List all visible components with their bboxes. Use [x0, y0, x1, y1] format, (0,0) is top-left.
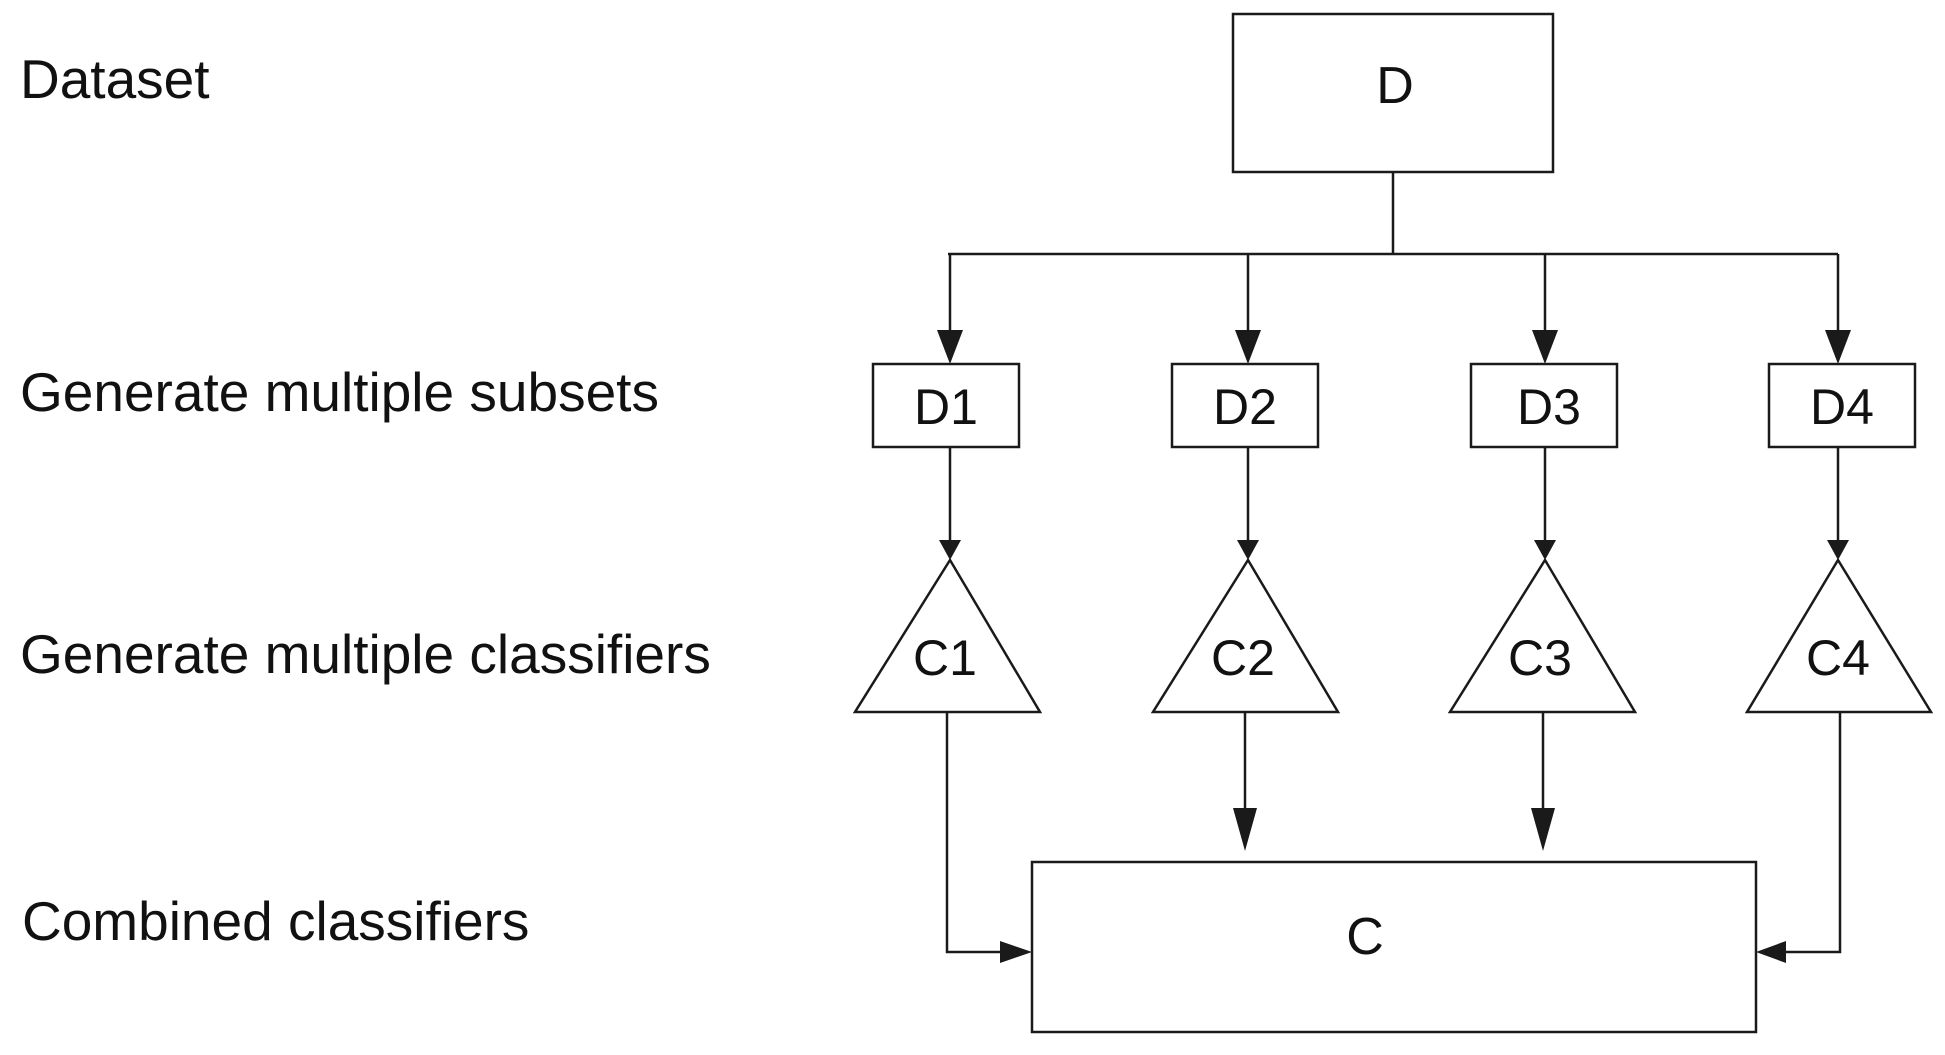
subset-box-4 [1767, 362, 1917, 449]
combine-arrow-line-1 [945, 712, 1006, 954]
combined-classifier-label: C [1346, 908, 1384, 966]
subset-box-2 [1170, 362, 1320, 449]
classifier-label-4: C4 [1806, 630, 1870, 686]
classifier-arrowhead-3 [1534, 540, 1556, 560]
subset-box-label-1: D1 [914, 379, 978, 435]
stage-label-dataset: Dataset [20, 48, 210, 110]
subset-arrowhead-1 [937, 330, 963, 364]
subset-box-label-4: D4 [1810, 379, 1874, 435]
subset-box-3 [1469, 362, 1619, 449]
classifier-arrowhead-1 [939, 540, 961, 560]
classifier-label-2: C2 [1211, 630, 1275, 686]
classifier-arrowhead-4 [1827, 540, 1849, 560]
dataset-box-label: D [1376, 57, 1414, 115]
combine-arrowhead-3 [1531, 808, 1555, 851]
subset-arrowhead-4 [1825, 330, 1851, 364]
combine-arrowhead-4 [1756, 941, 1786, 963]
classifier-arrowhead-2 [1237, 540, 1259, 560]
subset-arrowhead-3 [1532, 330, 1558, 364]
stage-label-combined: Combined classifiers [22, 890, 529, 952]
stage-label-subsets: Generate multiple subsets [20, 361, 659, 423]
classifier-label-1: C1 [913, 630, 977, 686]
combine-arrowhead-2 [1233, 808, 1257, 851]
dataset-box [1231, 12, 1555, 174]
subset-box-1 [871, 362, 1021, 449]
subset-box-label-3: D3 [1517, 379, 1581, 435]
classifier-label-3: C3 [1508, 630, 1572, 686]
subset-box-label-2: D2 [1213, 379, 1277, 435]
subset-arrowhead-2 [1235, 330, 1261, 364]
combine-arrowhead-1 [1000, 941, 1032, 963]
combine-arrow-line-4 [1780, 712, 1842, 954]
combined-classifier-box [1030, 860, 1758, 1034]
stage-label-classifiers: Generate multiple classifiers [20, 623, 711, 685]
